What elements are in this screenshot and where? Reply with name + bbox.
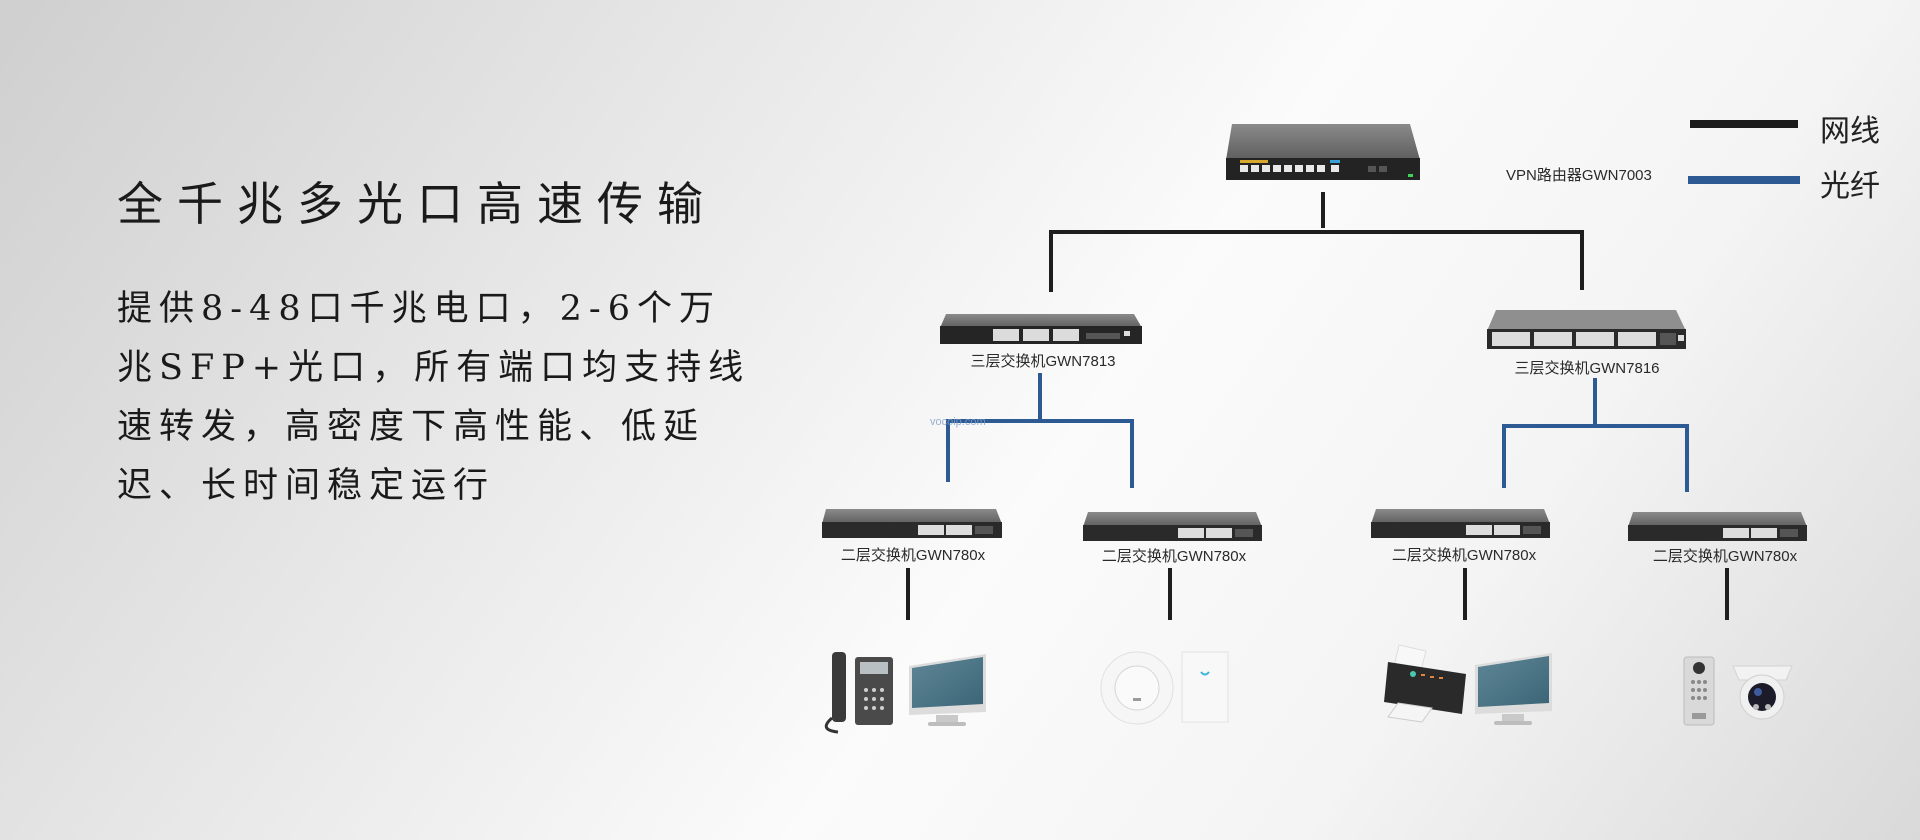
link-router-to-cores — [1049, 230, 1584, 292]
ceiling-ap-icon[interactable] — [1100, 651, 1174, 725]
switch-icon[interactable] — [1371, 509, 1550, 538]
legend-ethernet-label: 网线 — [1820, 115, 1880, 148]
legend-fiber-label: 光纤 — [1820, 170, 1880, 203]
link-core-right-to-access — [1502, 424, 1689, 492]
monitor-icon[interactable] — [909, 654, 986, 726]
switch-icon[interactable] — [940, 314, 1142, 344]
description-line: 兆SFP+光口，所有端口均支持线 — [117, 348, 751, 388]
door-intercom-icon[interactable] — [1683, 656, 1715, 726]
printer-icon[interactable] — [1384, 644, 1466, 723]
access-switch-label: 二层交换机GWN780x — [1101, 548, 1247, 565]
switch-icon[interactable] — [1083, 512, 1262, 541]
wall-ap-icon[interactable] — [1181, 651, 1229, 723]
switch-icon[interactable] — [1487, 310, 1686, 349]
router-icon[interactable] — [1226, 124, 1420, 180]
ethernet-links — [906, 192, 1729, 620]
access-switch-label: 二层交换机GWN780x — [840, 547, 986, 564]
dome-camera-icon[interactable] — [1732, 665, 1793, 720]
link-core-left-to-access — [946, 419, 1134, 488]
watermark: vocoip.com — [930, 416, 986, 428]
description-line: 速转发，高密度下高性能、低延 — [117, 407, 706, 447]
page-heading: 全千兆多光口高速传输 — [117, 177, 717, 231]
access-switch-label: 二层交换机GWN780x — [1652, 548, 1798, 565]
monitor-icon[interactable] — [1475, 653, 1552, 725]
access-switch-label: 二层交换机GWN780x — [1391, 547, 1537, 564]
router-label: VPN路由器GWN7003 — [1506, 167, 1652, 184]
core-left-label: 三层交换机GWN7813 — [970, 353, 1116, 370]
ip-phone-icon[interactable] — [824, 652, 893, 734]
switch-icon[interactable] — [1628, 512, 1807, 541]
core-right-label: 三层交换机GWN7816 — [1514, 360, 1660, 377]
switch-icon[interactable] — [822, 509, 1002, 538]
fiber-links — [946, 373, 1689, 492]
description-line: 迟、长时间稳定运行 — [117, 466, 496, 506]
description: 提供8-48口千兆电口，2-6个万 兆SFP+光口，所有端口均支持线 速转发，高… — [117, 280, 777, 516]
description-line: 提供8-48口千兆电口，2-6个万 — [117, 289, 721, 329]
